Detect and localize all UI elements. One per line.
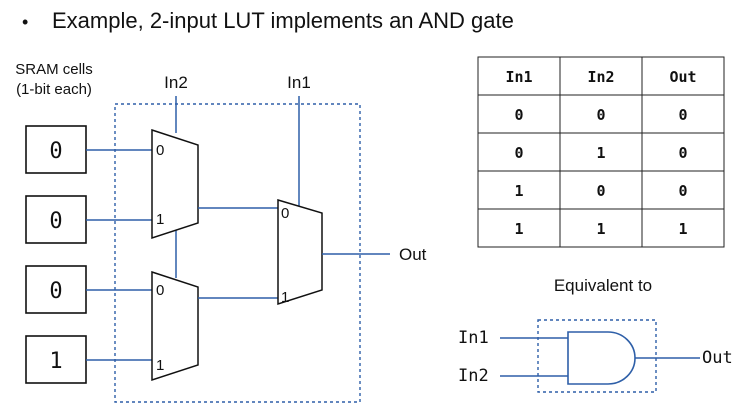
gate-input-a-label: In1 (458, 328, 489, 348)
sram-cell-value: 0 (49, 139, 62, 164)
table-cell: 0 (596, 106, 605, 124)
mux-input-label: 0 (156, 142, 164, 159)
gate-boundary (537, 319, 657, 393)
mux-input-label: 0 (281, 205, 289, 222)
in2-label: In2 (164, 73, 188, 92)
sram-label-line1: SRAM cells (15, 61, 93, 78)
lut-boundary (114, 103, 361, 403)
table-cell: 0 (596, 182, 605, 200)
table-cell: 0 (514, 106, 523, 124)
slide-title: Example, 2-input LUT implements an AND g… (52, 8, 514, 33)
table-cell: 0 (514, 144, 523, 162)
sram-cell (25, 265, 87, 314)
sram-cell-value: 0 (49, 209, 62, 234)
mux-input-label: 1 (156, 211, 164, 228)
table-cell: 1 (514, 182, 523, 200)
in1-label: In1 (287, 73, 311, 92)
table-header: In2 (587, 68, 614, 86)
truth-table: In1 In2 Out 0 0 0 0 1 0 1 0 0 1 1 1 (477, 56, 725, 248)
table-cell: 0 (678, 182, 687, 200)
table-border (477, 56, 725, 248)
bullet: • (22, 12, 28, 32)
out-label: Out (399, 245, 427, 264)
sram-cell-value: 1 (49, 349, 62, 374)
table-cell: 1 (596, 220, 605, 238)
table-cell: 1 (514, 220, 523, 238)
mux-final (277, 198, 323, 306)
mux-input-label: 1 (281, 289, 289, 306)
mux-input-label: 0 (156, 282, 164, 299)
equivalent-label: Equivalent to (554, 276, 652, 295)
mux-bottom (151, 270, 199, 382)
sram-cell-value: 0 (49, 279, 62, 304)
mux-top (151, 128, 199, 240)
sram-cell (25, 195, 87, 244)
sram-cell (25, 125, 87, 174)
table-cell: 0 (678, 106, 687, 124)
and-gate-icon (567, 331, 636, 385)
table-header: Out (669, 68, 696, 86)
table-header: In1 (505, 68, 532, 86)
table-cell: 0 (678, 144, 687, 162)
table-cell: 1 (596, 144, 605, 162)
gate-input-b-label: In2 (458, 366, 489, 386)
sram-label-line2: (1-bit each) (16, 81, 92, 98)
mux-input-label: 1 (156, 357, 164, 374)
table-cell: 1 (678, 220, 687, 238)
gate-output-label: Out (702, 348, 733, 368)
